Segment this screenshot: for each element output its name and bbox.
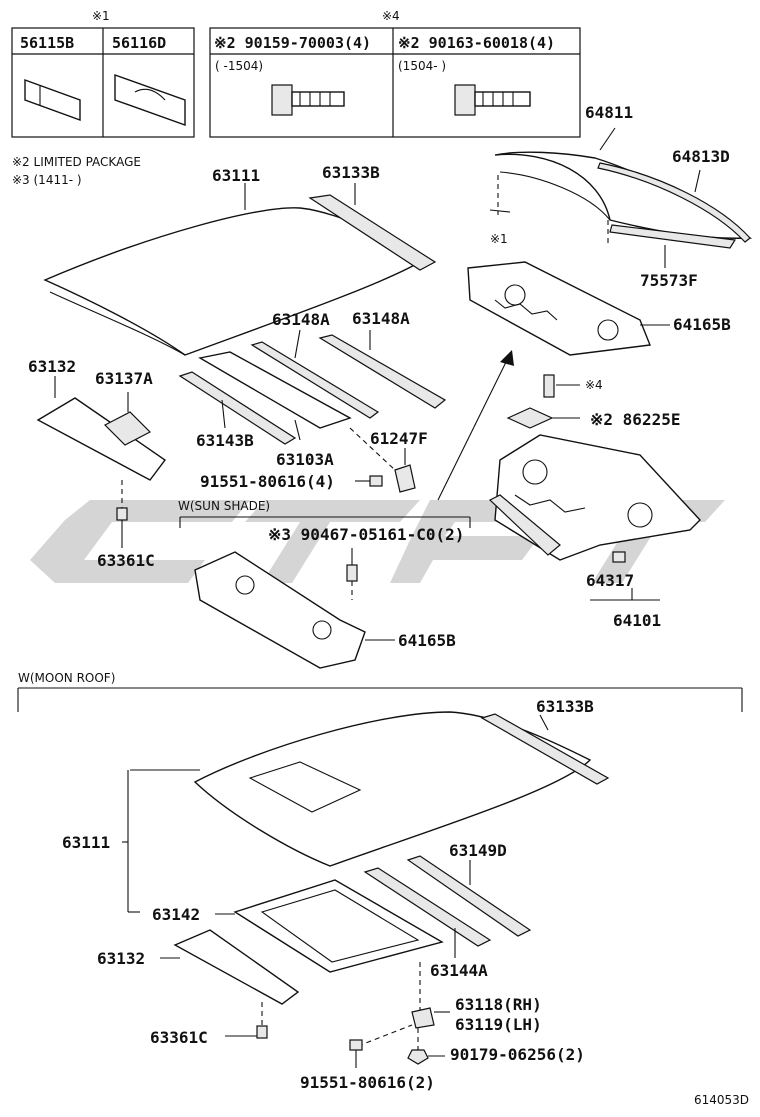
label-63111-lower: 63111 (62, 833, 110, 852)
section-moon-roof: W(MOON ROOF) (18, 671, 115, 685)
label-90467: ※3 90467-05161-C0(2) (268, 525, 464, 544)
bracket-63118-63119 (411, 962, 450, 1029)
clip-63361c-lower (225, 1002, 268, 1039)
mark-note-4: ※4 (585, 378, 603, 392)
label-63119: 63119(LH) (455, 1015, 542, 1034)
table-left-col1: 56115B (20, 34, 74, 52)
reinforcement-63143b (178, 371, 297, 445)
bracket-61247f (349, 427, 416, 493)
reinforcement-63144a (363, 867, 492, 958)
table-right-col2: ※2 90163-60018(4) (398, 34, 555, 52)
molding-75573f (609, 224, 737, 268)
label-63144a: 63144A (430, 961, 488, 980)
legend-table-left: ※1 56115B 56116D (11, 9, 195, 138)
label-63132-lower: 63132 (97, 949, 145, 968)
section-sun-shade: W(SUN SHADE) (178, 499, 270, 513)
label-63132: 63132 (28, 357, 76, 376)
reinforcement-63149d (406, 855, 532, 937)
label-64811: 64811 (585, 103, 633, 122)
label-63137a: 63137A (95, 369, 153, 388)
package-tray-trim-64165b-top (467, 261, 670, 356)
emblem-56116d-drawing (114, 74, 186, 126)
bolt-mark-4 (543, 374, 580, 398)
package-tray-panel-64101 (488, 434, 701, 601)
package-tray-trim-64165b-mid (194, 551, 395, 669)
label-63111: 63111 (212, 166, 260, 185)
reinforcement-63148a-a (250, 329, 380, 419)
table-left-mark: ※1 (92, 9, 110, 23)
clip-90467 (346, 548, 358, 600)
table-right-mark: ※4 (382, 9, 400, 23)
label-63103a: 63103A (276, 450, 334, 469)
emblem-56115b-drawing (24, 79, 81, 121)
reinforcement-63148a-b (318, 330, 447, 409)
bolt-90163-drawing (454, 84, 531, 116)
table-left-col2: 56116D (112, 34, 166, 52)
label-63143b: 63143B (196, 431, 254, 450)
label-86225e: ※2 86225E (590, 410, 680, 429)
note-limited-package: ※2 LIMITED PACKAGE (12, 155, 141, 169)
rail-63133b-lower (480, 713, 610, 785)
bracket-86225e (506, 407, 580, 429)
roof-panel-63111 (43, 183, 421, 356)
legend-table-right: ※4 ※2 90159-70003(4) ※2 90163-60018(4) (… (209, 9, 581, 138)
sunroof-frame-63142 (215, 879, 444, 973)
label-63149d: 63149D (449, 841, 507, 860)
bolt-90159-drawing (271, 84, 345, 116)
molding-64813d (597, 162, 751, 243)
label-90179: 90179-06256(2) (450, 1045, 585, 1064)
mark-note-1: ※1 (490, 232, 508, 246)
label-63361c-lower: 63361C (150, 1028, 208, 1047)
nut-90179 (407, 1028, 445, 1065)
label-61247f: 61247F (370, 429, 428, 448)
bracket-63111-lower (122, 770, 140, 913)
table-right-col1: ※2 90159-70003(4) (214, 34, 371, 52)
roof-panel-63103a (198, 351, 352, 441)
leader-note-1 (489, 209, 511, 213)
clip-64317 (612, 551, 626, 563)
label-63118: 63118(RH) (455, 995, 542, 1014)
label-63148a-a: 63148A (272, 310, 330, 329)
label-64101: 64101 (613, 611, 661, 630)
table-right-col1-range: ( -1504) (215, 59, 263, 73)
table-right-col2-range: (1504- ) (398, 59, 446, 73)
bracket-63137a (103, 392, 152, 446)
label-91551-lower: 91551-80616(2) (300, 1073, 435, 1092)
diagram-code: 614053D (694, 1093, 749, 1107)
rail-63133b (308, 183, 437, 271)
moon-roof-bracket-line (17, 687, 743, 712)
front-header-63132-lower (160, 929, 300, 1005)
label-64165b-top: 64165B (673, 315, 731, 334)
label-64317: 64317 (586, 571, 634, 590)
label-63142: 63142 (152, 905, 200, 924)
label-75573f: 75573F (640, 271, 698, 290)
label-64165b-mid: 64165B (398, 631, 456, 650)
label-63361c-top: 63361C (97, 551, 155, 570)
label-64813d: 64813D (672, 147, 730, 166)
direction-arrow (437, 350, 514, 501)
label-91551-top: 91551-80616(4) (200, 472, 335, 491)
bolt-91551-lower (349, 1024, 413, 1068)
bolt-91551-top (355, 475, 383, 487)
note-range-1411: ※3 (1411- ) (12, 173, 82, 187)
label-63133b-lower: 63133B (536, 697, 594, 716)
clip-63361c-top (116, 480, 128, 548)
label-63133b: 63133B (322, 163, 380, 182)
label-63148a-b: 63148A (352, 309, 410, 328)
roof-panel-63111-moonroof (130, 711, 592, 867)
front-header-63132 (36, 376, 166, 481)
